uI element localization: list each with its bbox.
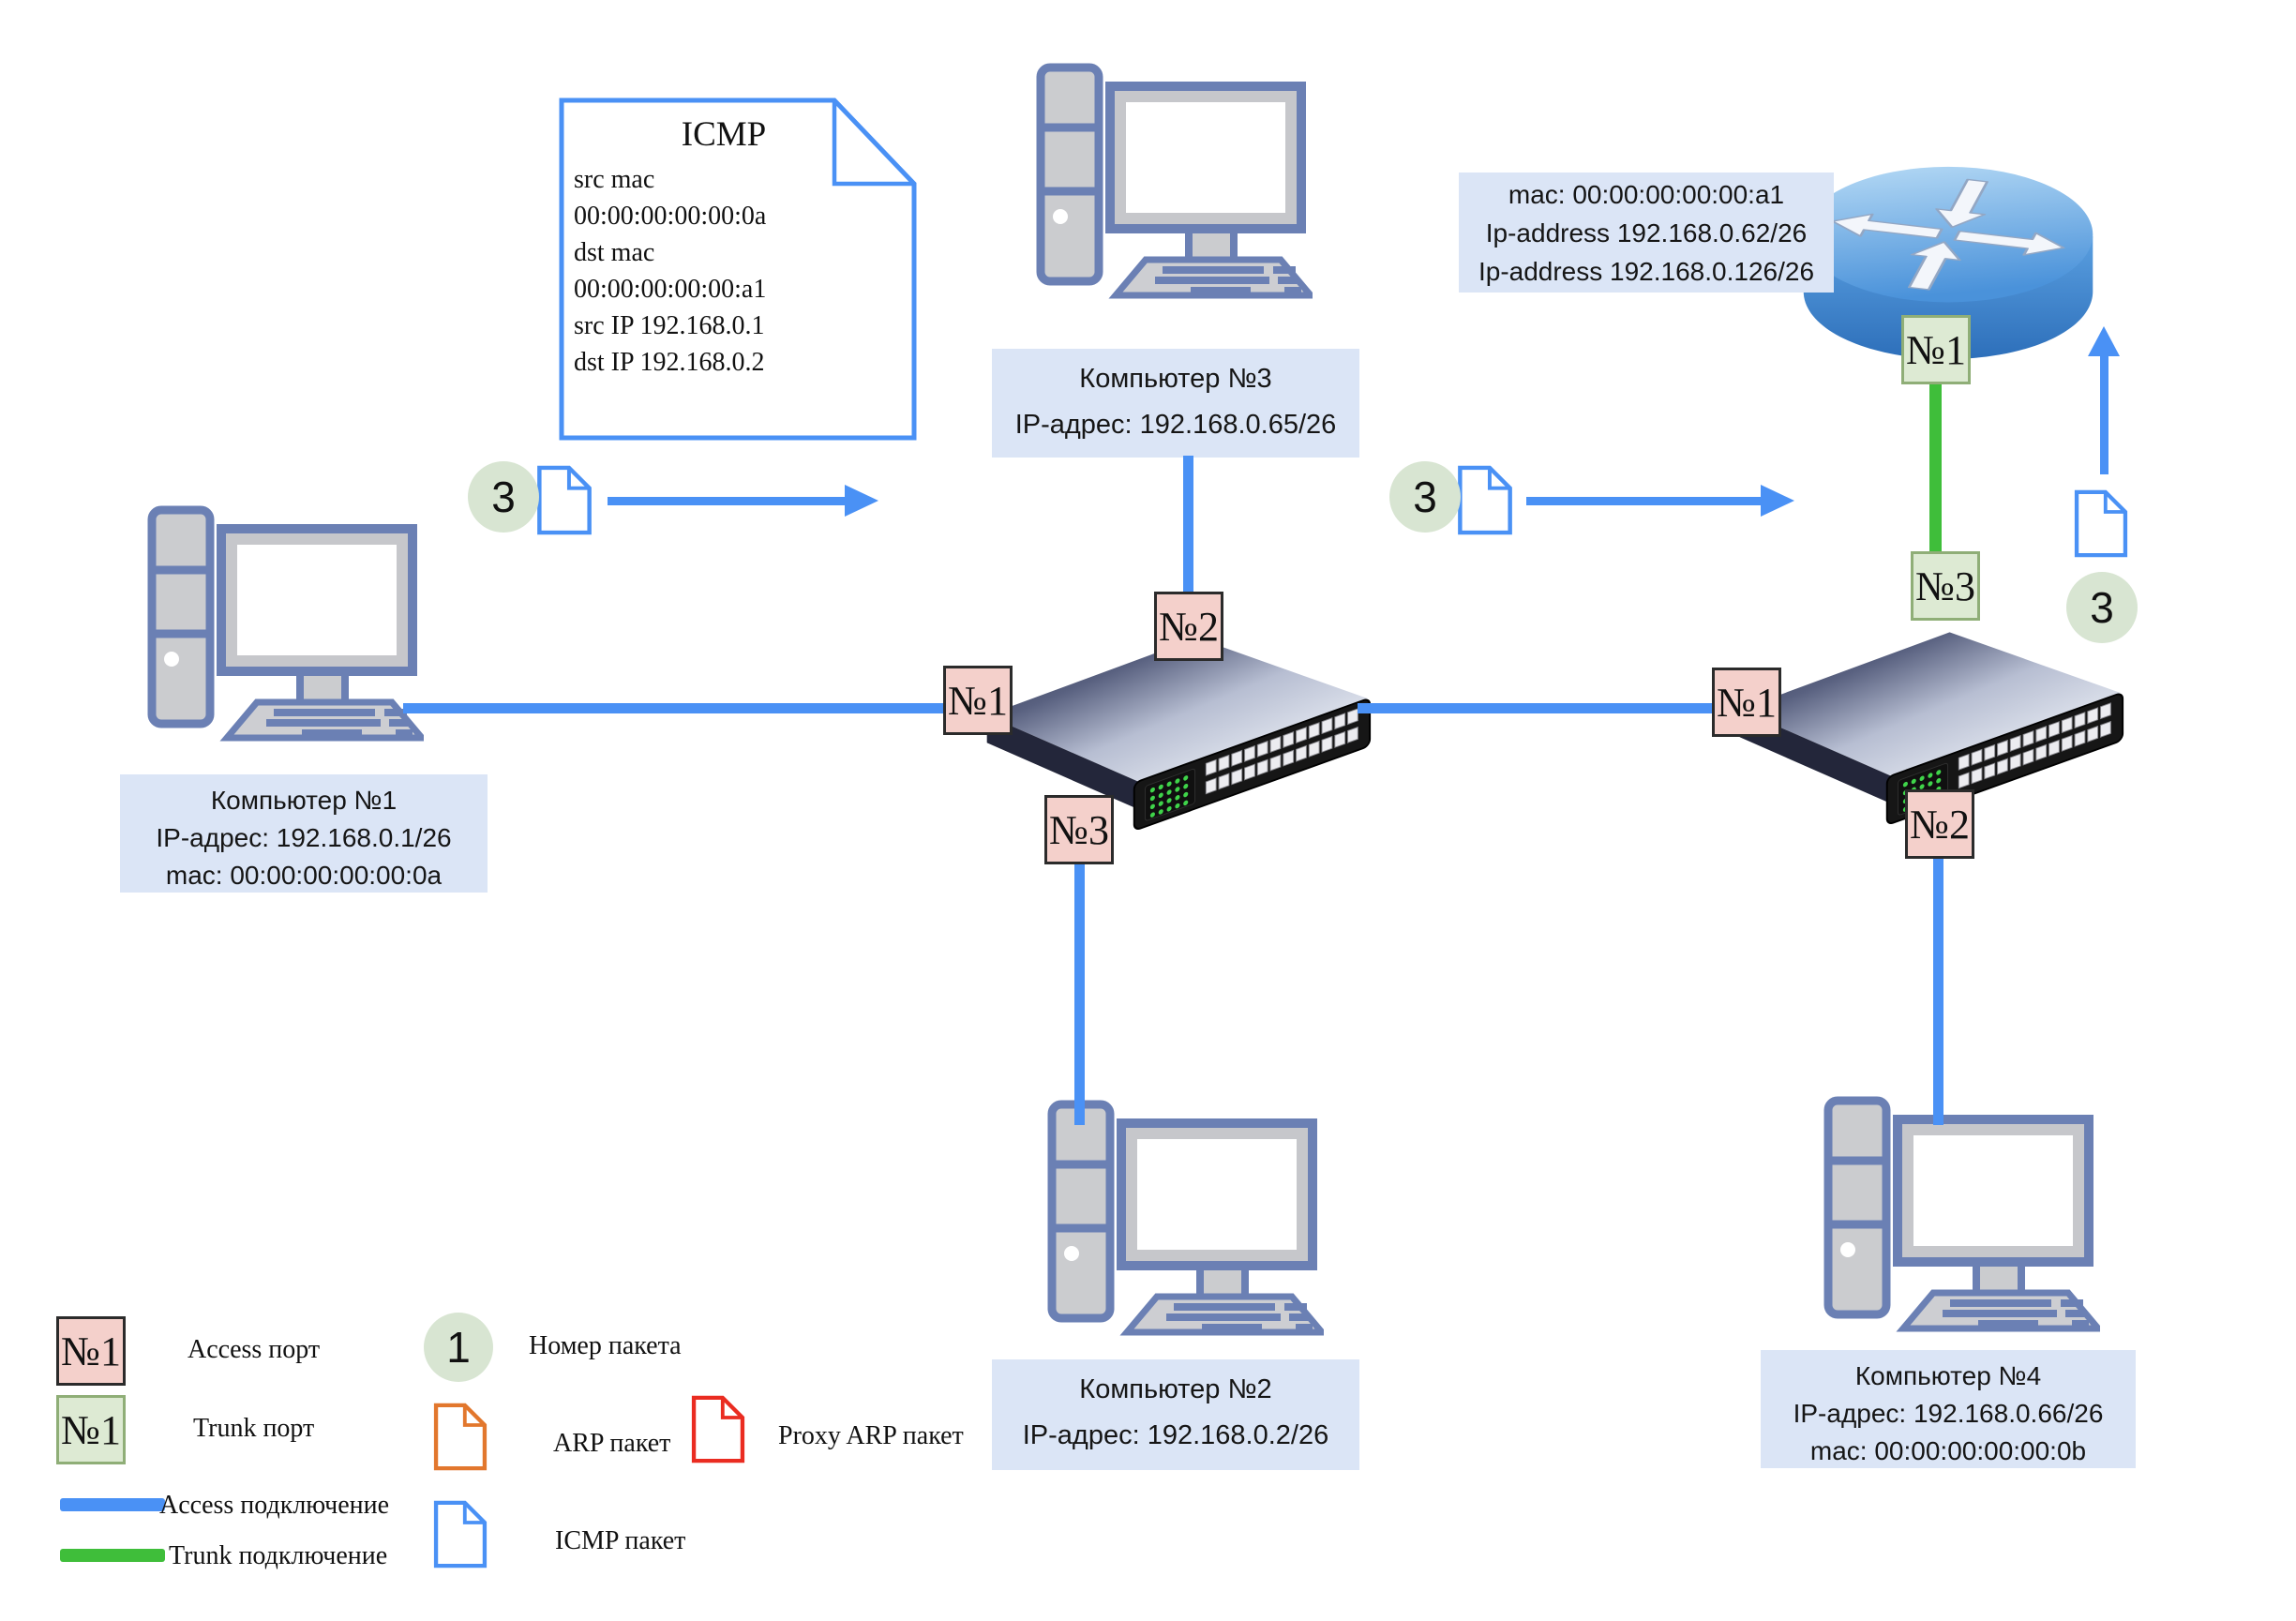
port-router-1: №1 xyxy=(1901,315,1971,384)
icmp-line: 00:00:00:00:00:0a xyxy=(574,202,767,231)
router-ip1: Ip-address 192.168.0.62/26 xyxy=(1485,218,1808,248)
legend-trunk-link-label: Trunk подключение xyxy=(169,1541,388,1570)
legend-access-port-box: №1 xyxy=(56,1316,126,1386)
packet-arrow-right-head xyxy=(2088,326,2120,356)
computer3-title: Компьютер №3 xyxy=(1079,364,1272,394)
icmp-packet-icon-right xyxy=(2074,489,2128,558)
computer2-label: Компьютер №2 IP-адрес: 192.168.0.2/26 xyxy=(992,1359,1359,1470)
computer3-icon xyxy=(1031,60,1313,299)
legend-trunk-link-swatch xyxy=(60,1549,165,1562)
computer1-icon xyxy=(143,503,424,742)
packet-number-badge-middle: 3 xyxy=(1389,461,1461,533)
computer4-label: Компьютер №4 IP-адрес: 192.168.0.66/26 m… xyxy=(1761,1350,2136,1468)
computer2-icon xyxy=(1043,1097,1324,1336)
packet-arrow-left-head xyxy=(845,485,878,517)
computer4-title: Компьютер №4 xyxy=(1854,1361,2042,1390)
computer2-title: Компьютер №2 xyxy=(1079,1374,1272,1404)
icmp-packet-icon-middle xyxy=(1457,465,1513,535)
router-ip2: Ip-address 192.168.0.126/26 xyxy=(1478,257,1815,286)
computer1-title: Компьютер №1 xyxy=(210,786,398,815)
packet-number-badge-right: 3 xyxy=(2066,572,2138,643)
arp-packet-icon xyxy=(433,1403,488,1471)
computer3-ip: IP-адрес: 192.168.0.65/26 xyxy=(1014,410,1337,440)
proxy-arp-packet-icon xyxy=(691,1395,745,1463)
icmp-packet-lines: src mac 00:00:00:00:00:0a dst mac 00:00:… xyxy=(574,161,904,381)
legend-packet-number-badge: 1 xyxy=(424,1313,493,1382)
legend-proxy-arp-label: Proxy ARP пакет xyxy=(778,1421,964,1450)
packet-number-badge-left: 3 xyxy=(468,461,539,533)
computer1-ip: IP-адрес: 192.168.0.1/26 xyxy=(156,823,452,852)
computer2-ip: IP-адрес: 192.168.0.2/26 xyxy=(1022,1420,1329,1450)
port-switch2-2: №2 xyxy=(1905,789,1974,859)
router-info-label: mac: 00:00:00:00:00:a1 Ip-address 192.16… xyxy=(1459,173,1834,293)
legend-packet-number-label: Номер пакета xyxy=(529,1331,682,1360)
icmp-line: src mac xyxy=(574,165,655,194)
legend-trunk-port-label: Trunk порт xyxy=(193,1414,315,1443)
link-computer3-switch1 xyxy=(1183,456,1193,593)
computer1-mac: mac: 00:00:00:00:00:0a xyxy=(165,861,443,890)
router-mac: mac: 00:00:00:00:00:a1 xyxy=(1508,180,1785,209)
computer4-ip: IP-адрес: 192.168.0.66/26 xyxy=(1793,1399,2104,1428)
icmp-line: dst IP 192.168.0.2 xyxy=(574,348,765,377)
packet-arrow-middle-head xyxy=(1761,485,1794,517)
legend-trunk-port-box: №1 xyxy=(56,1395,126,1464)
packet-arrow-middle-line xyxy=(1526,497,1763,505)
legend-icmp-label: ICMP пакет xyxy=(555,1526,686,1555)
port-switch1-2: №2 xyxy=(1154,592,1223,661)
icmp-line: 00:00:00:00:00:a1 xyxy=(574,275,767,304)
link-switch1-computer2 xyxy=(1074,863,1085,1125)
icmp-line: dst mac xyxy=(574,238,655,267)
computer4-icon xyxy=(1819,1093,2100,1332)
packet-arrow-right-line xyxy=(2100,354,2108,474)
link-switch1-switch2 xyxy=(1358,703,1714,713)
port-switch2-3: №3 xyxy=(1911,551,1980,621)
icmp-line: src IP 192.168.0.1 xyxy=(574,311,765,340)
port-switch1-3: №3 xyxy=(1044,795,1114,864)
icmp-packet-title: ICMP xyxy=(681,115,767,154)
link-switch2-computer4 xyxy=(1933,857,1943,1125)
computer4-mac: mac: 00:00:00:00:00:0b xyxy=(1809,1436,2087,1465)
legend-access-port-label: Access порт xyxy=(188,1335,321,1364)
legend-arp-label: ARP пакет xyxy=(553,1429,671,1458)
port-switch1-1: №1 xyxy=(943,666,1013,735)
legend-access-link-swatch xyxy=(60,1498,165,1511)
computer1-label: Компьютер №1 IP-адрес: 192.168.0.1/26 ma… xyxy=(120,774,488,893)
port-switch2-1: №1 xyxy=(1712,668,1781,737)
legend-icmp-packet-icon xyxy=(433,1500,488,1568)
link-router-switch2-trunk xyxy=(1929,383,1942,557)
legend-access-link-label: Access подключение xyxy=(159,1491,390,1520)
packet-arrow-left-line xyxy=(608,497,847,505)
link-computer1-switch1 xyxy=(403,703,949,713)
computer3-label: Компьютер №3 IP-адрес: 192.168.0.65/26 xyxy=(992,349,1359,458)
icmp-packet-icon-left xyxy=(536,465,593,535)
